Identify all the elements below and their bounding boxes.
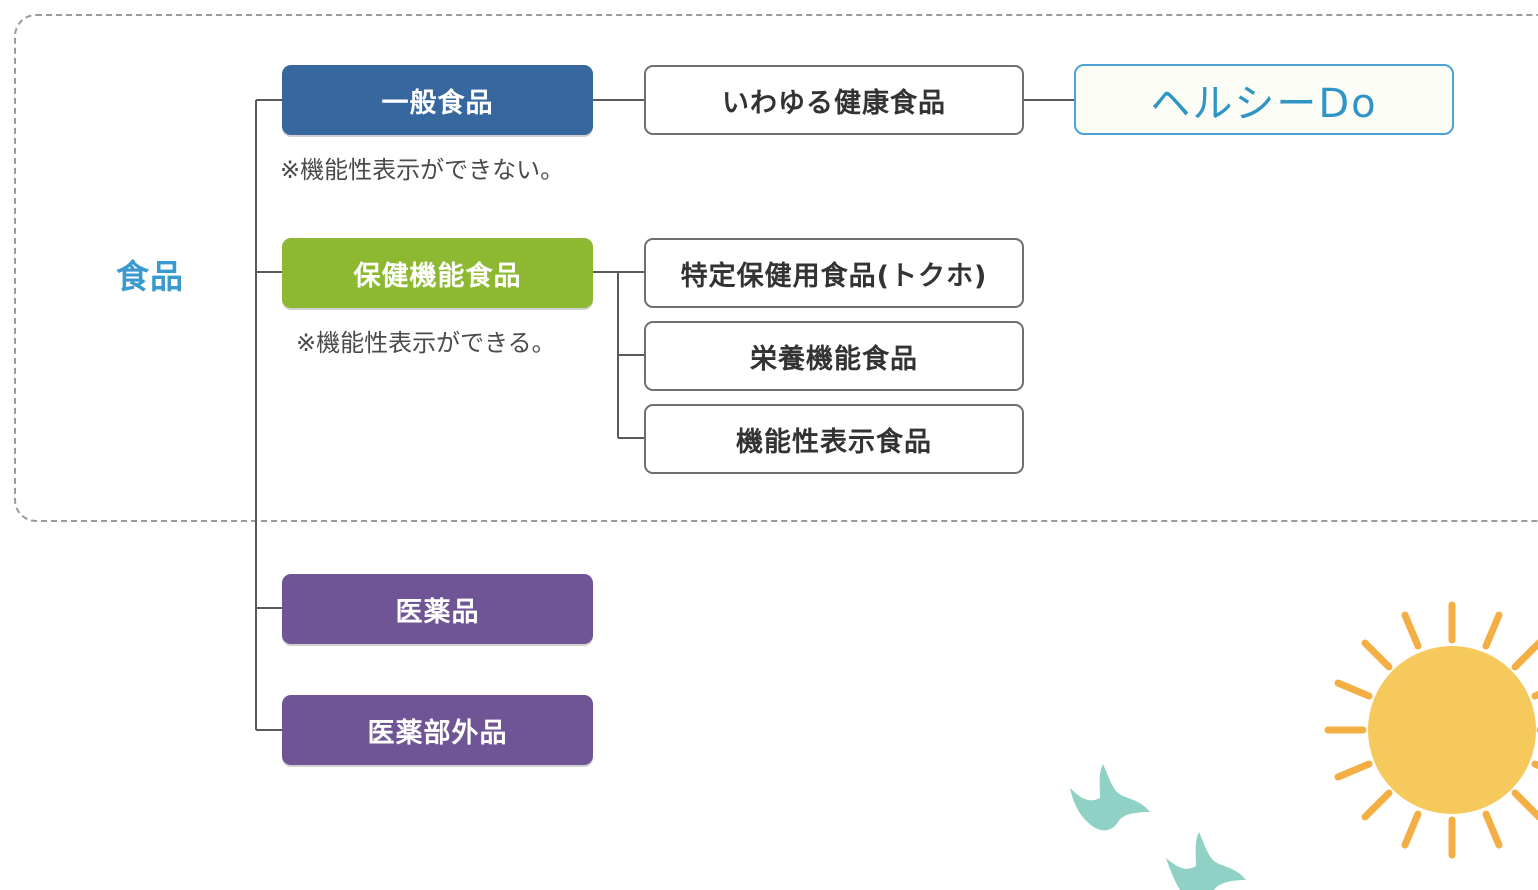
root-label-food: 食品: [116, 257, 184, 296]
brand-healthy-do: ヘルシーDo: [1074, 64, 1454, 135]
leaf-icon: [1070, 764, 1246, 890]
category-medicine: 医薬品: [282, 574, 593, 644]
note-general-food: ※機能性表示ができない。: [280, 156, 565, 184]
note-health-function-food: ※機能性表示ができる。: [296, 329, 556, 357]
box-nutrient-function-food: 栄養機能食品: [644, 321, 1024, 391]
box-tokuho: 特定保健用食品(トクホ): [644, 238, 1024, 308]
category-health-function-food: 保健機能食品: [282, 238, 593, 308]
box-so-called-health-food: いわゆる健康食品: [644, 65, 1024, 135]
sun-icon: [1324, 601, 1538, 859]
category-general-food: 一般食品: [282, 65, 593, 135]
food-group-frame: [14, 14, 1538, 522]
category-quasi-drug: 医薬部外品: [282, 695, 593, 765]
box-functional-label-food: 機能性表示食品: [644, 404, 1024, 474]
